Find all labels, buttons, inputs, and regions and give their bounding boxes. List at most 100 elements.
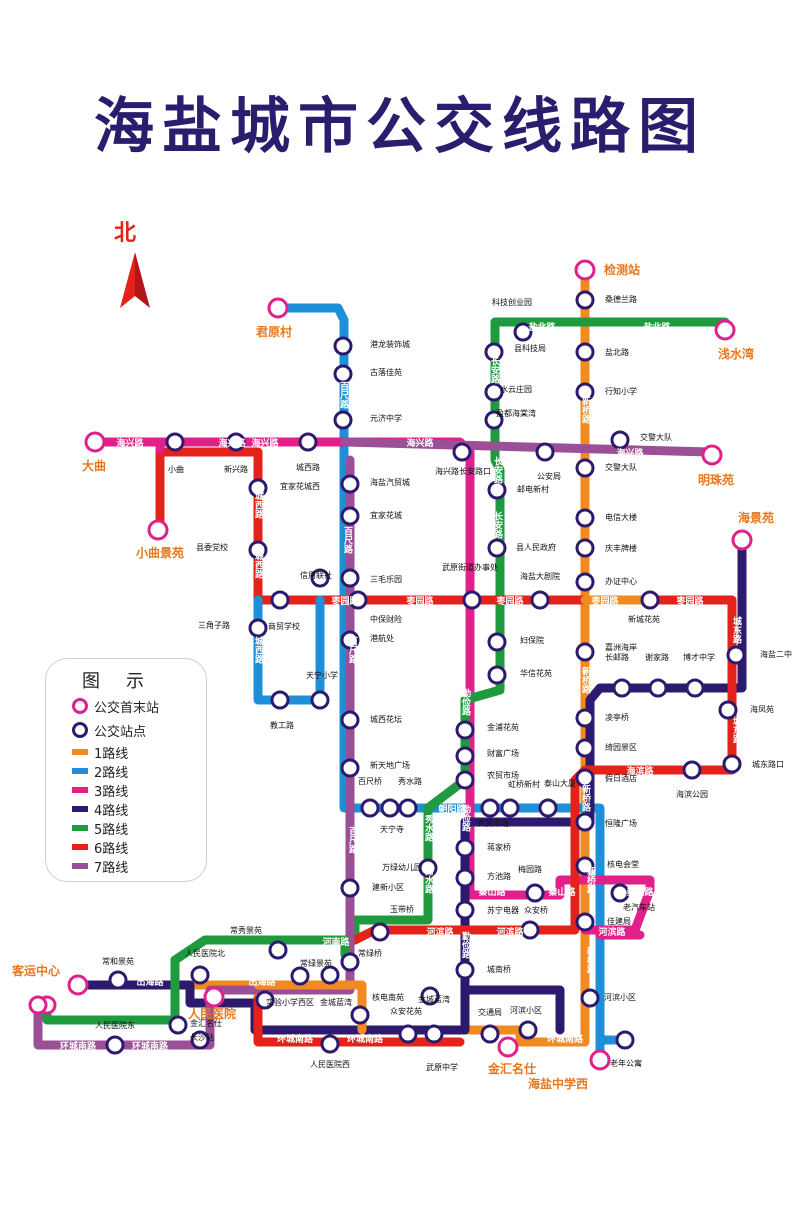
- bus-stop-marker: [340, 878, 360, 898]
- stop-label: 泰山大厦: [544, 778, 576, 788]
- stop-label: 农贸市场: [477, 818, 509, 828]
- line-swatch: [72, 825, 88, 831]
- route-line6: [155, 447, 737, 945]
- bus-stop-marker: [455, 746, 475, 766]
- bus-stop-marker: [455, 868, 475, 888]
- road-label: 秦山路: [547, 886, 576, 898]
- bus-stop-marker: [298, 432, 318, 452]
- bus-stop-marker: [270, 690, 290, 710]
- stop-label: 宜家花城: [370, 510, 402, 520]
- bus-stop-marker: [610, 883, 630, 903]
- bus-stop-marker: [480, 1024, 500, 1044]
- bus-stop-marker: [452, 442, 472, 462]
- road-label: 环城南路: [347, 1033, 384, 1045]
- stop-label: 凌亭桥: [605, 712, 629, 722]
- bus-stop-marker: [518, 1020, 538, 1040]
- legend-line-label: 4路线: [94, 803, 129, 819]
- route-line2: [253, 595, 325, 705]
- stop-label: 武原中学: [426, 1062, 458, 1072]
- road-label: 百尺路: [347, 826, 358, 854]
- bus-stop-marker: [685, 678, 705, 698]
- road-label: 河南路: [322, 936, 350, 948]
- road-label: 勤俭路: [460, 930, 471, 959]
- road-label: 城东路: [731, 615, 742, 644]
- stop-label: 核电会堂: [607, 859, 639, 869]
- stop-label: 天宁寺: [380, 824, 404, 834]
- stop-label: 信用联社: [300, 570, 332, 580]
- terminal-marker: [84, 431, 106, 453]
- stop-markers: [28, 259, 753, 1071]
- bus-stop-marker: [455, 900, 475, 920]
- north-arrow-icon: [120, 252, 150, 308]
- bus-stop-marker: [105, 1035, 125, 1055]
- road-label: 海兴路: [616, 447, 644, 459]
- stop-label: 秀水路: [398, 776, 422, 786]
- bus-stop-marker: [340, 506, 360, 526]
- terminal-marker-icon: [72, 698, 88, 714]
- bus-stop-marker: [340, 474, 360, 494]
- bus-stop-marker: [487, 538, 507, 558]
- stop-label: 海盐汽贸城: [370, 477, 410, 487]
- bus-stop-marker: [108, 970, 128, 990]
- terminal-label: 明珠苑: [698, 472, 734, 487]
- stop-label: 城西路: [296, 462, 320, 472]
- legend-line-label: 5路线: [94, 822, 129, 838]
- bus-stop-marker: [340, 710, 360, 730]
- terminal-marker: [267, 297, 289, 319]
- stop-label: 盈都海棠湾: [496, 408, 536, 418]
- terminal-label: 浅水湾: [718, 346, 754, 361]
- stop-label: 谢家路: [645, 652, 669, 662]
- stop-label: 港龙装饰城: [370, 339, 410, 349]
- stop-label: 长邮路: [605, 652, 629, 662]
- bus-stop-marker: [248, 540, 268, 560]
- road-label: 环城南路: [60, 1040, 97, 1052]
- legend: 图示 公交首末站 公交站点 1路线 2路线 3路线 4路线 5路线 6路线 7路…: [45, 658, 207, 882]
- stop-label: 老汽车站: [623, 902, 655, 912]
- road-label: 百尺路: [347, 636, 358, 664]
- stop-label: 三毛乐园: [370, 574, 402, 584]
- legend-line-label: 6路线: [94, 841, 129, 857]
- stop-label: 港航处: [370, 633, 394, 643]
- road-label: 海兴路: [251, 437, 279, 449]
- bus-stop-marker: [535, 442, 555, 462]
- stop-label: 海盐大剧院: [520, 571, 560, 581]
- stop-label: 水云庄园: [500, 384, 532, 394]
- terminal-marker: [497, 1036, 519, 1058]
- bus-stop-marker: [525, 883, 545, 903]
- north-label: 北: [114, 221, 137, 246]
- bus-stop-marker: [348, 590, 368, 610]
- legend-line-6: 6路线: [72, 838, 129, 857]
- stop-label: 城东路口: [752, 759, 784, 769]
- road-label: 秀水路: [423, 865, 435, 894]
- bus-stop-marker: [487, 665, 507, 685]
- bus-stop-marker: [487, 480, 507, 500]
- bus-stop-marker: [484, 382, 504, 402]
- stop-label: 嘉洲海岸: [605, 642, 637, 652]
- stop-label: 电信大楼: [605, 512, 637, 522]
- stop-label: 金城蓝湾: [418, 994, 450, 1004]
- bus-stop-marker: [575, 642, 595, 662]
- stop-label: 金浦花苑: [487, 722, 519, 732]
- road-label: 勤俭路: [460, 803, 471, 832]
- stop-label: 城南桥: [487, 964, 511, 974]
- bus-stop-marker: [484, 342, 504, 362]
- bus-stop-marker: [380, 798, 400, 818]
- terminal-marker: [574, 259, 596, 281]
- road-label: 新桥路: [585, 865, 596, 894]
- route-line7: [33, 455, 355, 1050]
- bus-stop-marker: [575, 912, 595, 932]
- stop-label: 恒隆广场: [605, 818, 637, 828]
- legend-line-label: 1路线: [94, 746, 129, 762]
- bus-stop-marker: [648, 678, 668, 698]
- stop-label: 海凤苑: [750, 704, 774, 714]
- stop-label: 交警大队: [605, 462, 637, 472]
- stop-label: 河滨小区: [604, 992, 636, 1002]
- line-swatch: [72, 844, 88, 850]
- stop-label: 河滨小区: [510, 1005, 542, 1015]
- route-line5-branch: [200, 935, 350, 960]
- line-swatch: [72, 749, 88, 755]
- bus-stop-marker: [575, 572, 595, 592]
- legend-terminal-label: 公交首末站: [94, 700, 160, 716]
- bus-stop-marker: [310, 568, 330, 588]
- stop-label: 县科技局: [514, 343, 546, 353]
